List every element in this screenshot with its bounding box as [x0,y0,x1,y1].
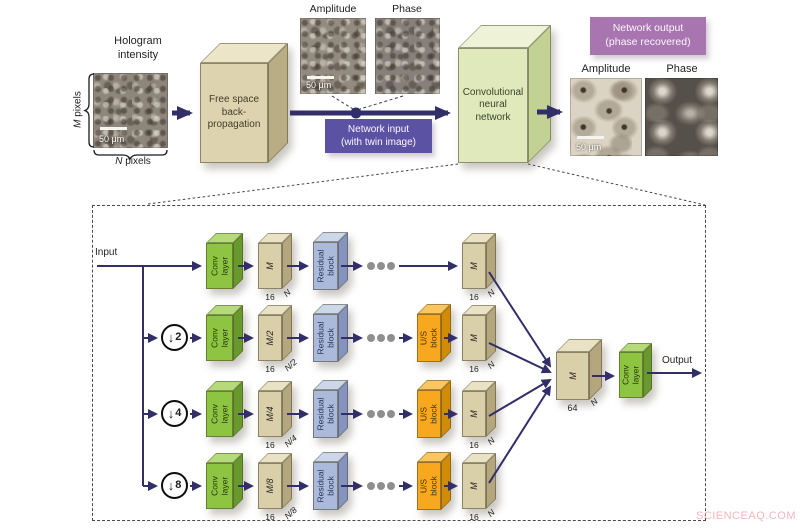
junction-dot [350,107,362,119]
m-pixels-axis-label: M pixels [72,91,84,128]
feature-map-box: M [462,453,496,509]
channel-count: 16 [265,512,275,522]
output-amplitude-label: Amplitude [581,63,631,75]
hologram-image: 50 μm [93,73,168,148]
channel-count: 16 [265,364,275,374]
channel-count: 16 [265,292,275,302]
network-input-annotation: Network input (with twin image) [325,119,432,153]
scale-bar [100,127,127,130]
channel-count: 16 [469,512,479,522]
scale-bar [577,136,604,139]
feature-map-box: M [258,233,292,289]
merged-feature-map-box: M [556,339,602,400]
feature-map-box: M [462,305,496,361]
network-detail-panel [92,205,706,521]
input-amplitude-label: Amplitude [309,3,357,15]
channel-count: 16 [469,292,479,302]
network-output-label: Output [661,355,693,366]
scale-bar-label: 50 μm [576,142,602,152]
watermark: SCIENCEAQ.COM [696,510,797,522]
feature-map-box: M [462,381,496,437]
channel-count: 64 [567,403,578,413]
free-space-backprop-box: Free space back- propagation [200,43,288,163]
output-phase-image [645,78,718,156]
feature-map-box: M/4 [258,381,292,437]
feature-map-box: M/8 [258,453,292,509]
output-amplitude-image: 50 μm [570,78,642,156]
hologram-intensity-label: Hologram intensity [114,35,162,61]
channel-count: 16 [469,440,479,450]
feature-map-box: M [462,233,496,289]
input-amplitude-image: 50 μm [300,18,366,94]
output-phase-label: Phase [666,63,698,75]
channel-count: 16 [265,440,275,450]
downsample-4-icon: ↓ 4 [161,400,188,427]
input-phase-label: Phase [392,3,422,15]
cnn-label: Convolutional neural network [462,86,524,123]
downsample-2-icon: ↓ 2 [161,324,188,351]
scale-bar-label: 50 μm [306,80,332,90]
free-space-backprop-label: Free space back- propagation [207,94,261,131]
twin-image-dashed-lines [331,95,404,110]
scale-bar [307,76,334,79]
input-phase-image [375,18,440,94]
zoom-fan-lines [147,163,706,206]
cnn-box: Convolutional neural network [458,25,551,163]
scale-bar-label: 50 μm [99,134,125,144]
downsample-8-icon: ↓ 8 [161,472,188,499]
network-input-label: Input [95,247,118,258]
network-output-annotation: Network output (phase recovered) [590,17,706,55]
n-pixels-axis-label: N pixels [115,156,151,167]
feature-map-box: M/2 [258,305,292,361]
channel-count: 16 [469,364,479,374]
